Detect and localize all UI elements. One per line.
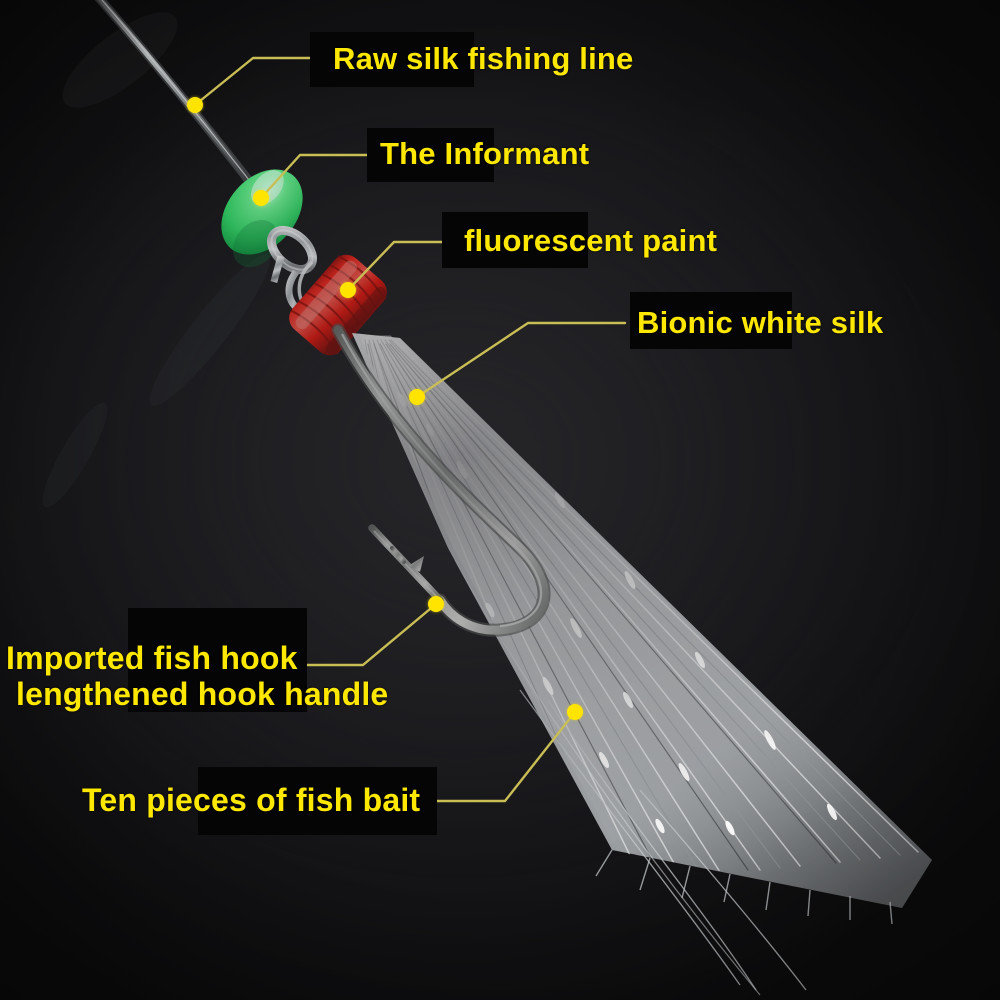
callout-label-fluorescent-paint: fluorescent paint xyxy=(464,223,718,258)
leader-line-bionic-white-silk xyxy=(415,321,627,399)
callout-label-imported-fish-hook-line1: Imported fish hook xyxy=(6,640,298,676)
leader-line-imported-fish-hook xyxy=(301,602,438,667)
label-box-raw-silk-fishing-line xyxy=(310,32,474,87)
leader-line-raw-silk-fishing-line xyxy=(193,56,324,107)
callout-dot-the-informant xyxy=(253,190,269,206)
label-box-bionic-white-silk xyxy=(630,292,792,349)
label-box-fluorescent-paint xyxy=(442,212,588,268)
callout-label-imported-fish-hook-line2: lengthened hook handle xyxy=(16,676,389,712)
label-box-the-informant xyxy=(367,128,494,182)
callout-label-ten-pieces-of-fish-bait: Ten pieces of fish bait xyxy=(82,782,421,818)
callout-label-the-informant: The Informant xyxy=(380,136,590,171)
callout-dot-raw-silk-fishing-line xyxy=(187,97,203,113)
label-box-imported-fish-hook xyxy=(128,608,307,712)
callout-label-bionic-white-silk: Bionic white silk xyxy=(637,305,884,340)
callout-dot-ten-pieces-of-fish-bait xyxy=(567,704,583,720)
leader-line-the-informant xyxy=(259,153,380,200)
leader-line-fluorescent-paint xyxy=(346,240,454,292)
callout-dot-bionic-white-silk xyxy=(409,389,425,405)
callout-dot-fluorescent-paint xyxy=(340,282,356,298)
leader-line-ten-pieces-of-fish-bait xyxy=(430,710,577,803)
label-box-ten-pieces-of-fish-bait xyxy=(198,767,437,835)
callout-dot-imported-fish-hook xyxy=(428,596,444,612)
callout-label-raw-silk-fishing-line: Raw silk fishing line xyxy=(333,41,634,76)
